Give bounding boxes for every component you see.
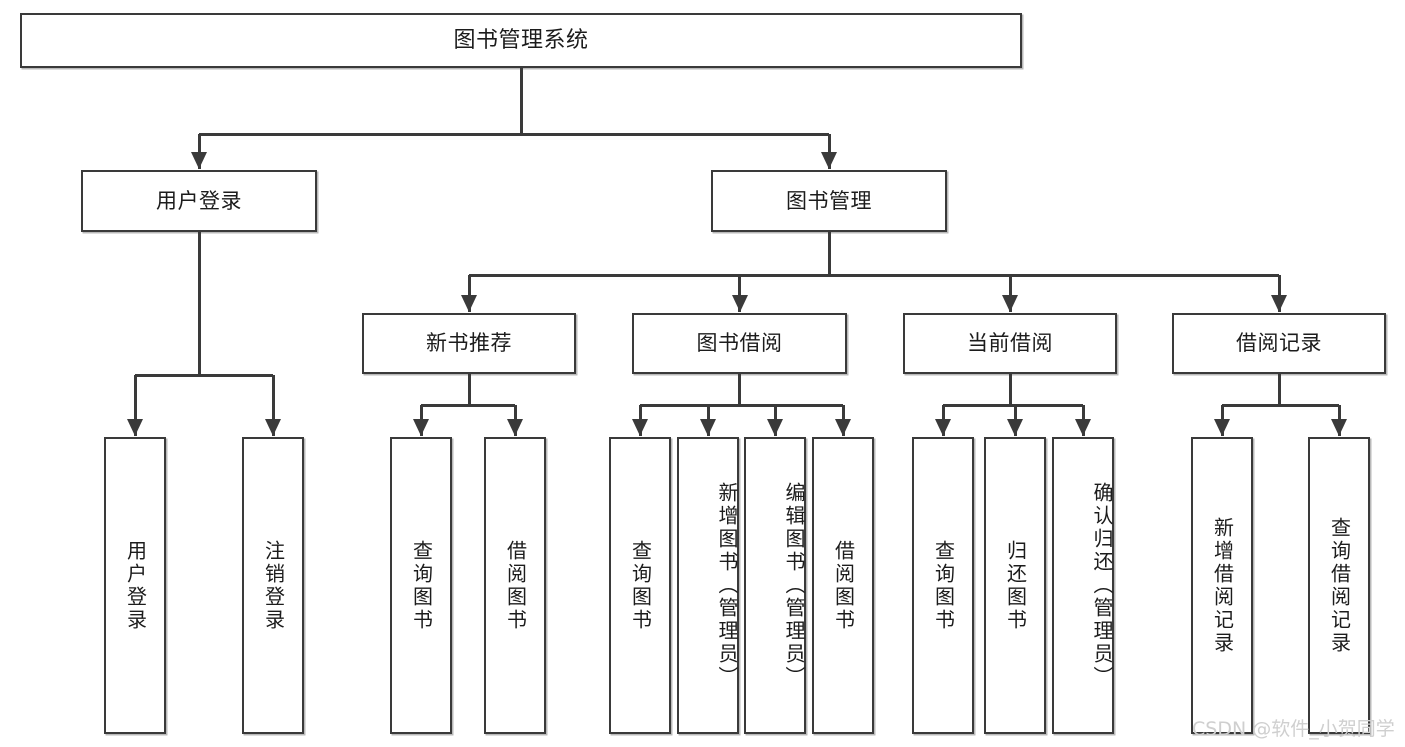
node-leaf-1[interactable]: 注销登录 [242,437,304,734]
arrowhead-parent-4-to-leaf-1 [1331,419,1347,436]
edge-root-stem [519,68,523,134]
node-leaf-6[interactable]: 编辑图书（管理员） [744,437,806,734]
arrowhead-parent-1-to-leaf-0 [413,419,429,436]
arrowhead-parent-4-to-leaf-0 [1214,419,1230,436]
node-leaf-4[interactable]: 查询图书 [609,437,671,734]
edge-books-to-level3-2 [1008,275,1012,312]
edge-root-to-level2-0 [197,134,201,169]
edge-parent-bus-3 [943,403,1083,407]
edge-parent-bus-4 [1222,403,1339,407]
edge-books-to-level3-3 [1277,275,1281,312]
node-leaf-7[interactable]: 借阅图书 [812,437,874,734]
node-level3-2[interactable]: 当前借阅 [903,313,1117,374]
arrowhead-parent-3-to-leaf-1 [1007,419,1023,436]
edge-parent-0-to-leaf-1 [271,375,275,436]
arrowhead-books-to-level3-0 [461,295,477,312]
arrowhead-root-to-level2-1 [821,152,837,169]
node-leaf-5[interactable]: 新增图书（管理员） [677,437,739,734]
arrowhead-parent-2-to-leaf-1 [700,419,716,436]
node-leaf-2[interactable]: 查询图书 [390,437,452,734]
edge-root-bus [199,132,829,136]
edge-books-bus [469,273,1279,277]
edge-parent-bus-2 [640,403,843,407]
arrowhead-parent-1-to-leaf-1 [507,419,523,436]
arrowhead-parent-2-to-leaf-3 [835,419,851,436]
node-level3-0[interactable]: 新书推荐 [362,313,576,374]
node-level3-3[interactable]: 借阅记录 [1172,313,1386,374]
node-leaf-0[interactable]: 用户登录 [104,437,166,734]
arrowhead-root-to-level2-0 [191,152,207,169]
edge-books-to-level3-1 [738,275,741,312]
edge-parent-stem-1 [467,374,471,405]
edge-parent-stem-0 [197,232,201,375]
arrowhead-parent-2-to-leaf-2 [767,419,783,436]
edge-root-to-level2-1 [827,134,831,169]
edge-books-stem [827,232,831,275]
edge-parent-stem-3 [1008,374,1012,405]
arrowhead-books-to-level3-2 [1002,295,1018,312]
node-root-0[interactable]: 图书管理系统 [20,13,1022,68]
node-leaf-8[interactable]: 查询图书 [912,437,974,734]
node-leaf-12[interactable]: 查询借阅记录 [1308,437,1370,734]
node-level2-0[interactable]: 用户登录 [81,170,317,232]
edge-parent-0-to-leaf-0 [133,375,137,436]
edge-parent-stem-2 [738,374,741,405]
arrowhead-books-to-level3-1 [731,295,748,312]
arrowhead-parent-3-to-leaf-0 [935,419,951,436]
edge-parent-bus-0 [135,373,273,377]
arrowhead-parent-0-to-leaf-0 [127,419,143,436]
edge-parent-stem-4 [1277,374,1281,405]
arrowhead-parent-0-to-leaf-1 [265,419,281,436]
node-leaf-9[interactable]: 归还图书 [984,437,1046,734]
node-level2-1[interactable]: 图书管理 [711,170,947,232]
arrowhead-parent-3-to-leaf-2 [1075,419,1091,436]
arrowhead-books-to-level3-3 [1271,295,1287,312]
arrowhead-parent-2-to-leaf-0 [632,419,648,436]
edge-books-to-level3-0 [467,275,471,312]
node-leaf-3[interactable]: 借阅图书 [484,437,546,734]
edge-parent-bus-1 [421,403,515,407]
node-level3-1[interactable]: 图书借阅 [632,313,847,374]
node-leaf-11[interactable]: 新增借阅记录 [1191,437,1253,734]
node-leaf-10[interactable]: 确认归还（管理员） [1052,437,1114,734]
